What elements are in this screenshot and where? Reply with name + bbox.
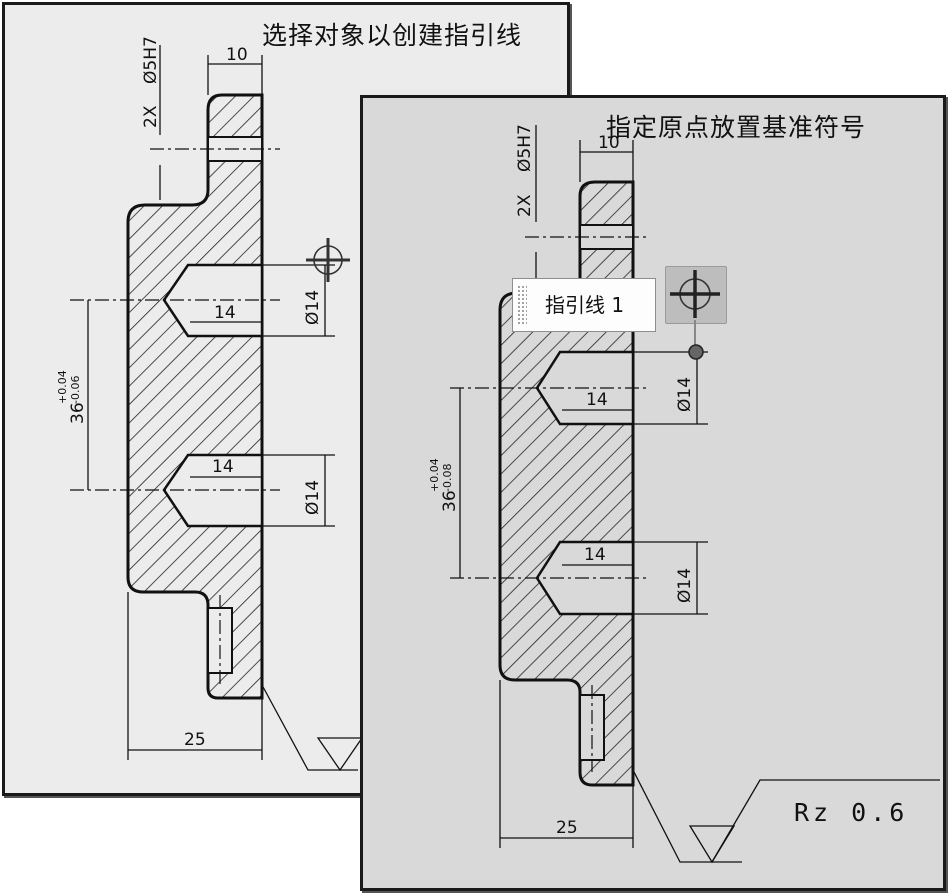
- back-dim-tol-lower: -0.06: [69, 376, 82, 404]
- front-dim-width-bottom: 25: [556, 818, 578, 838]
- front-dim-spacing: 36: [440, 490, 460, 512]
- front-prompt-text: 指定原点放置基准符号: [606, 113, 867, 142]
- back-dim-width-top: 10: [226, 45, 248, 65]
- back-prompt-text: 选择对象以创建指引线: [262, 21, 523, 50]
- front-crosshair-cursor-icon: [670, 270, 720, 318]
- front-dim-bore-dia-bottom: Ø14: [675, 568, 695, 603]
- front-drawing-panel[interactable]: [360, 95, 946, 891]
- front-dim-bore-dia-top: Ø14: [675, 377, 695, 412]
- leader-anchor-point[interactable]: [688, 344, 704, 360]
- back-dim-bore-dia-bottom: Ø14: [303, 480, 323, 515]
- front-dim-width-top: 10: [598, 133, 620, 153]
- back-dim-width-bottom: 25: [184, 730, 206, 750]
- front-dim-hole-prefix: 2X: [515, 194, 535, 217]
- front-dim-bore-depth-bottom: 14: [584, 545, 606, 565]
- back-dim-bore-dia-top: Ø14: [303, 290, 323, 325]
- drag-grip-icon[interactable]: [517, 285, 527, 325]
- back-part-section: [126, 93, 264, 700]
- back-dim-hole-spec: Ø5H7: [141, 36, 161, 84]
- back-crosshair-cursor-icon: [306, 238, 350, 282]
- back-dim-hole-prefix: 2X: [141, 105, 161, 128]
- front-dim-tol-upper: +0.04: [428, 458, 441, 492]
- front-dim-bore-depth-top: 14: [586, 390, 608, 410]
- leader-label[interactable]: 指引线 1: [512, 278, 656, 332]
- roughness-label: Rz 0.6: [794, 798, 909, 827]
- back-dim-bore-depth-top: 14: [214, 303, 236, 323]
- front-dim-hole-spec: Ø5H7: [515, 124, 535, 172]
- back-dim-tol-upper: +0.04: [56, 370, 69, 404]
- back-dim-bore-depth-bottom: 14: [212, 457, 234, 477]
- front-dim-tol-lower: -0.08: [441, 464, 454, 492]
- back-dim-spacing: 36: [68, 402, 88, 424]
- leader-label-text: 指引线 1: [545, 293, 625, 317]
